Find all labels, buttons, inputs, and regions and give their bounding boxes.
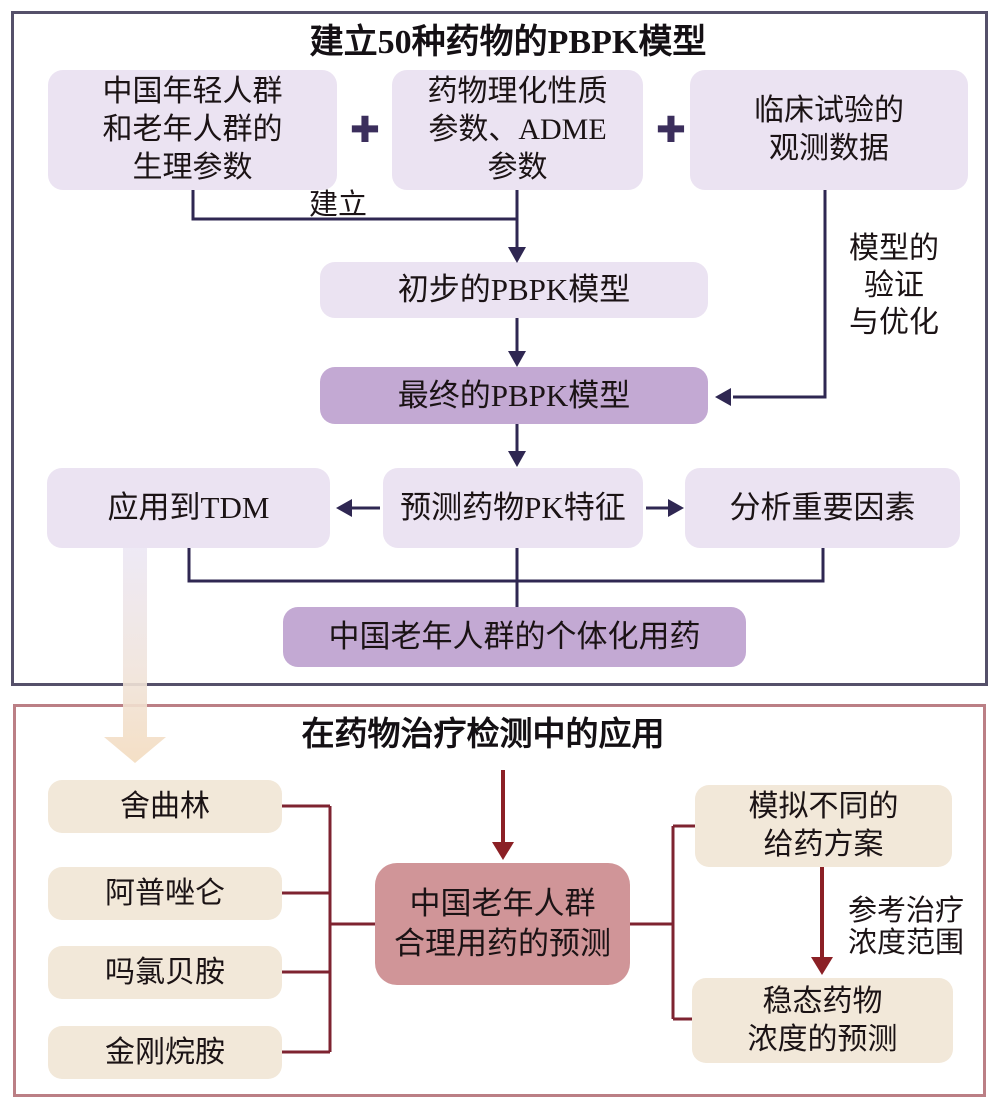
individualized-medication-box: 中国老年人群的个体化用药 bbox=[283, 607, 746, 667]
steady-state-prediction-box: 稳态药物 浓度的预测 bbox=[692, 978, 953, 1063]
preliminary-pbpk-model-box: 初步的PBPK模型 bbox=[320, 262, 708, 318]
plus-icon: ✚ bbox=[349, 109, 381, 151]
physiology-parameters-box: 中国年轻人群 和老年人群的 生理参数 bbox=[48, 70, 337, 190]
analyze-factors-box: 分析重要因素 bbox=[685, 468, 960, 548]
drug-amantadine-box: 金刚烷胺 bbox=[48, 1026, 282, 1079]
plus-icon: ✚ bbox=[655, 109, 687, 151]
clinical-trial-data-box: 临床试验的 观测数据 bbox=[690, 70, 968, 190]
drug-alprazolam-box: 阿普唑仑 bbox=[48, 867, 282, 920]
apply-to-tdm-box: 应用到TDM bbox=[47, 468, 330, 548]
drug-moclobemide-box: 吗氯贝胺 bbox=[48, 946, 282, 999]
build-label: 建立 bbox=[308, 189, 367, 221]
reference-range-label: 参考治疗 浓度范围 bbox=[847, 895, 964, 959]
model-validation-label: 模型的 验证 与优化 bbox=[849, 231, 939, 339]
simulate-regimens-box: 模拟不同的 给药方案 bbox=[695, 785, 952, 867]
final-pbpk-model-box: 最终的PBPK模型 bbox=[320, 367, 708, 424]
top-panel-title: 建立50种药物的PBPK模型 bbox=[309, 24, 707, 61]
drug-properties-box: 药物理化性质 参数、ADME 参数 bbox=[392, 70, 643, 190]
drug-sertraline-box: 舍曲林 bbox=[48, 780, 282, 833]
rational-medication-prediction-box: 中国老年人群 合理用药的预测 bbox=[375, 863, 630, 985]
predict-pk-box: 预测药物PK特征 bbox=[383, 468, 643, 548]
bottom-panel-title: 在药物治疗检测中的应用 bbox=[301, 717, 665, 753]
